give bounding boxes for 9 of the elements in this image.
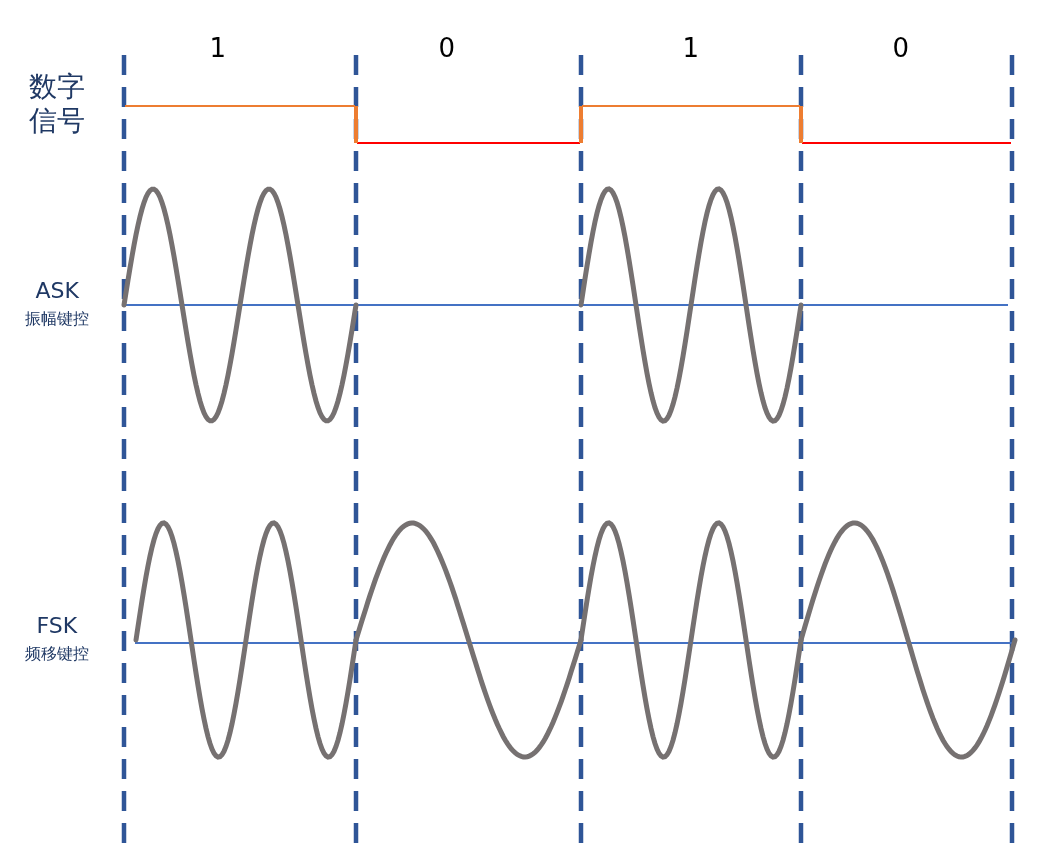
bit-value-label: 0 [892,34,910,64]
modulation-caption: 频移键控 [25,645,89,664]
bit-value-label: 0 [438,34,456,64]
row-label: 数字信号 [28,70,86,138]
bit-value-label: 1 [682,34,700,64]
bit-value-label: 1 [209,34,227,64]
modulation-caption: 振幅键控 [25,310,89,329]
modulation-label: FSK [36,613,78,639]
modulation-label: ASK [35,278,79,304]
